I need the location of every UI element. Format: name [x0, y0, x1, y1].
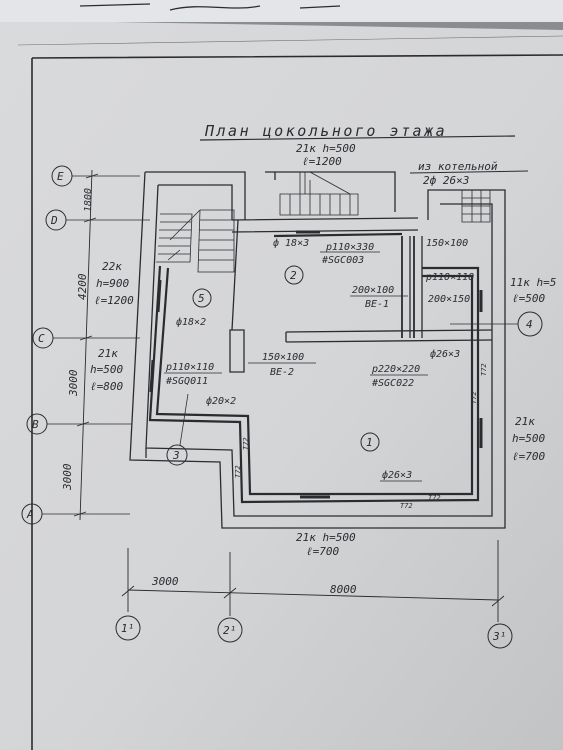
dim-v-1800: 1800 [83, 188, 94, 212]
label-t72-d: Т72 [400, 502, 413, 510]
rad-left-mid-line1: 21к [98, 347, 118, 360]
drawing-frame [31, 54, 563, 750]
axis-col-2: 2¹ [217, 617, 243, 643]
rad-left-top-line1: 22к [102, 260, 122, 273]
label-be1: ВЕ-1 [365, 299, 389, 310]
rad-left-top-line3: ℓ=1200 [94, 294, 134, 307]
room-2-marker: 2 [284, 265, 304, 285]
stair-top-right [461, 189, 491, 223]
label-t72-c: Т72 [428, 494, 441, 502]
axis-row-e: E [51, 165, 140, 187]
label-duct-200x100: 200×100 [352, 285, 394, 296]
top-page-strip [0, 0, 563, 22]
rad-right-mid-line3: ℓ=700 [512, 450, 545, 463]
vertical-dimension-chain [73, 169, 99, 521]
axis-row-b: B [26, 413, 132, 435]
label-t72-e: Т72 [480, 363, 488, 376]
label-pipe-26x3-bottom: ф26×3 [382, 469, 412, 481]
label-duct-110x330: р110×330 [325, 242, 374, 253]
plan-title: План цокольного этажа [204, 122, 447, 140]
label-grille-sgq011: #SGQ011 [165, 376, 208, 387]
svg-text:B: B [32, 418, 39, 431]
svg-text:A: A [26, 508, 34, 521]
room-3-marker: 3 [166, 393, 189, 466]
label-be2: ВЕ-2 [270, 367, 294, 378]
rad-bottom-line2: ℓ=700 [306, 545, 339, 558]
dim-v-3000-lower: 3000 [61, 463, 74, 491]
rad-right-mid-line2: h=500 [512, 432, 545, 445]
heating-pipes [148, 232, 480, 504]
rad-left-mid-line2: h=500 [90, 363, 123, 376]
rad-bottom-line1: 21к h=500 [296, 531, 356, 544]
rad-right-mid-line1: 21к [515, 415, 535, 428]
boiler-note-line1: из котельной [418, 160, 498, 173]
rad-left-top-line2: h=900 [96, 277, 129, 290]
svg-text:E: E [57, 170, 64, 183]
axis-col-3: 3¹ [487, 623, 513, 649]
label-duct-150x100-top: 150×100 [426, 238, 468, 249]
svg-text:3¹: 3¹ [492, 630, 506, 643]
axis-col-1: 1¹ [115, 615, 141, 641]
label-duct-150x100-mid: 150×100 [262, 352, 304, 363]
label-duct-110x110-left: р110×110 [165, 362, 214, 373]
svg-text:D: D [50, 214, 58, 227]
axis-row-c: C [32, 327, 140, 349]
label-pipe-18x2: ф18×2 [176, 316, 206, 328]
building-walls [129, 171, 506, 529]
paper-sheet [0, 20, 563, 750]
label-duct-110x110-right: р110×110 [425, 272, 474, 283]
axis-row-d: D [45, 209, 150, 231]
label-t72-b: Т72 [234, 465, 242, 478]
label-pipe-26x3-right: ф26×3 [430, 348, 460, 360]
dim-v-3000-upper: 3000 [67, 369, 80, 397]
label-pipe-18x3: ф 18×3 [273, 237, 309, 249]
horizontal-dimension-chain [121, 540, 505, 622]
label-t72-a: Т72 [242, 437, 250, 450]
stair-left [156, 209, 235, 273]
room-5-marker: 5 [192, 288, 212, 308]
boiler-note-line2: 2ф 26×3 [423, 174, 469, 187]
stair-top-middle [279, 171, 359, 216]
label-duct-200x150: 200×150 [428, 294, 470, 305]
rad-right-top-line2: ℓ=500 [512, 292, 545, 305]
svg-text:3: 3 [172, 449, 180, 462]
label-pipe-20x2: ф20×2 [206, 395, 236, 407]
svg-text:C: C [38, 332, 45, 345]
title-spec-line1: 21к h=500 [296, 142, 356, 155]
title-spec-line2: ℓ=1200 [302, 155, 342, 168]
rad-left-mid-line3: ℓ=800 [90, 380, 123, 393]
radiator-marks [149, 230, 483, 499]
room-4-marker: 4 [450, 311, 543, 337]
svg-text:1: 1 [366, 436, 373, 449]
svg-text:1¹: 1¹ [121, 622, 134, 635]
label-duct-220x220: р220×220 [371, 364, 420, 375]
svg-text:5: 5 [198, 292, 205, 305]
label-t72-f: Т72 [470, 391, 478, 404]
svg-text:4: 4 [526, 318, 533, 331]
label-grille-sgc022: #SGC022 [371, 378, 414, 389]
dim-h-3000: 3000 [151, 575, 179, 588]
label-grille-sgc003: #SGC003 [321, 255, 364, 266]
svg-text:2: 2 [290, 269, 297, 282]
rad-right-top-line1: 11к h=5 [510, 276, 556, 289]
axis-row-a: A [21, 503, 130, 525]
svg-text:2¹: 2¹ [223, 624, 236, 637]
dim-h-8000: 8000 [330, 583, 357, 596]
room-1-marker: 1 [360, 432, 380, 452]
dim-v-4200: 4200 [76, 273, 89, 300]
